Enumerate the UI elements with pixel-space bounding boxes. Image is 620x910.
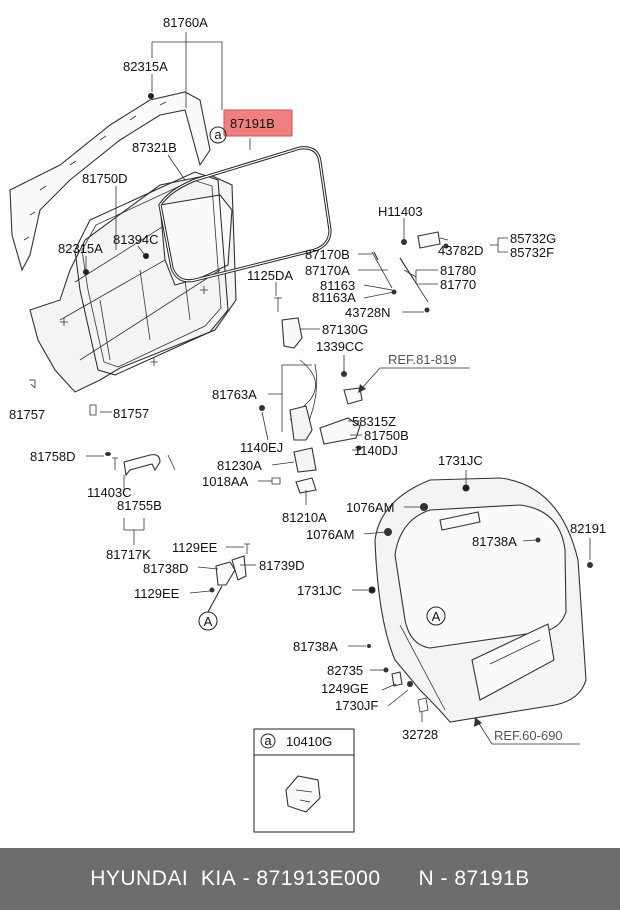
svg-text:a: a	[264, 733, 272, 748]
label-10410G: 10410G	[286, 734, 332, 749]
label-1339CC: 1339CC	[316, 339, 364, 354]
footer-part-number: 871913E000	[256, 867, 381, 890]
label-81763A: 81763A	[212, 387, 257, 402]
label-85732G: 85732G	[510, 231, 556, 246]
label-1731JC-left: 1731JC	[297, 583, 342, 598]
label-81738A-top: 81738A	[472, 534, 517, 549]
label-85732F: 85732F	[510, 245, 554, 260]
label-1731JC-top: 1731JC	[438, 453, 483, 468]
label-81750D: 81750D	[82, 171, 128, 186]
label-82315A-top: 82315A	[123, 59, 168, 74]
label-81757-left: 81757	[9, 407, 45, 422]
label-82315A-mid: 82315A	[58, 241, 103, 256]
inside-handle-icon	[123, 454, 161, 477]
view-callout-door: A	[426, 606, 446, 626]
label-81738A-left: 81738A	[293, 639, 338, 654]
label-1018AA: 1018AA	[202, 474, 249, 489]
label-1076AM-a: 1076AM	[346, 500, 394, 515]
footer-position-code: N - 87191B	[418, 867, 530, 890]
label-43728N: 43728N	[345, 305, 391, 320]
footer-brand: HYUNDAI KIA	[90, 867, 237, 890]
label-81755B: 81755B	[117, 498, 162, 513]
label-81394C: 81394C	[113, 232, 159, 247]
latch-assembly	[259, 297, 363, 494]
footer-bar: HYUNDAI KIA - 871913E000 N - 87191B	[0, 848, 620, 910]
leader-lines	[85, 32, 591, 745]
label-1125DA: 1125DA	[247, 268, 293, 283]
label-1249GE: 1249GE	[321, 681, 369, 696]
label-82735: 82735	[327, 663, 363, 678]
label-43782D: 43782D	[438, 243, 484, 258]
clip-icon	[285, 775, 321, 813]
label-81163A: 81163A	[312, 290, 356, 305]
label-87170B: 87170B	[305, 247, 350, 262]
hinge-bracket-group	[209, 543, 250, 593]
label-1076AM-b: 1076AM	[306, 527, 354, 542]
label-81770: 81770	[440, 277, 476, 292]
svg-text:A: A	[432, 609, 441, 624]
view-callout-left: A	[198, 585, 223, 631]
svg-text:a: a	[214, 127, 222, 142]
label-81738D: 81738D	[143, 561, 189, 576]
label-82191: 82191	[570, 521, 606, 536]
ref-81-819: REF.81-819	[388, 352, 457, 367]
ref-60-690: REF.60-690	[494, 728, 563, 743]
label-81757-right: 81757	[113, 406, 149, 421]
part-labels: 81760A 82315A 87191B 87321B 81750D 82315…	[9, 15, 606, 743]
label-81750B: 81750B	[364, 428, 409, 443]
label-11403C: 11403C	[87, 485, 132, 500]
label-1140EJ: 1140EJ	[240, 440, 283, 455]
label-87321B: 87321B	[132, 140, 177, 155]
label-81210A: 81210A	[282, 510, 327, 525]
tailgate-door	[367, 477, 593, 723]
label-H11403: H11403	[378, 204, 423, 219]
label-81780: 81780	[440, 263, 476, 278]
gas-lifter-group	[371, 231, 449, 313]
label-1140DJ: 1140DJ	[354, 443, 398, 458]
parts-diagram: A	[9, 15, 606, 833]
label-81758D: 81758D	[30, 449, 76, 464]
label-87170A: 87170A	[305, 263, 350, 278]
label-58315Z: 58315Z	[352, 414, 396, 429]
detail-box-10410G: a 10410G	[253, 728, 355, 833]
highlight-box-87191B	[223, 109, 293, 137]
label-81717K: 81717K	[106, 547, 151, 562]
label-1129EE-bottom: 1129EE	[134, 586, 180, 601]
label-87191B: 87191B	[230, 116, 275, 131]
label-81739D: 81739D	[259, 558, 305, 573]
label-1730JF: 1730JF	[335, 698, 378, 713]
label-87130G: 87130G	[322, 322, 368, 337]
label-32728: 32728	[402, 727, 438, 742]
label-81230A: 81230A	[217, 458, 262, 473]
fastener-icons	[29, 93, 154, 470]
callout-a-top: a	[209, 126, 227, 144]
label-81760A: 81760A	[163, 15, 208, 30]
label-1129EE-top: 1129EE	[172, 540, 218, 555]
tailgate-trim-panel	[9, 91, 332, 393]
svg-text:A: A	[204, 614, 213, 629]
label-81163: 81163	[320, 278, 355, 293]
